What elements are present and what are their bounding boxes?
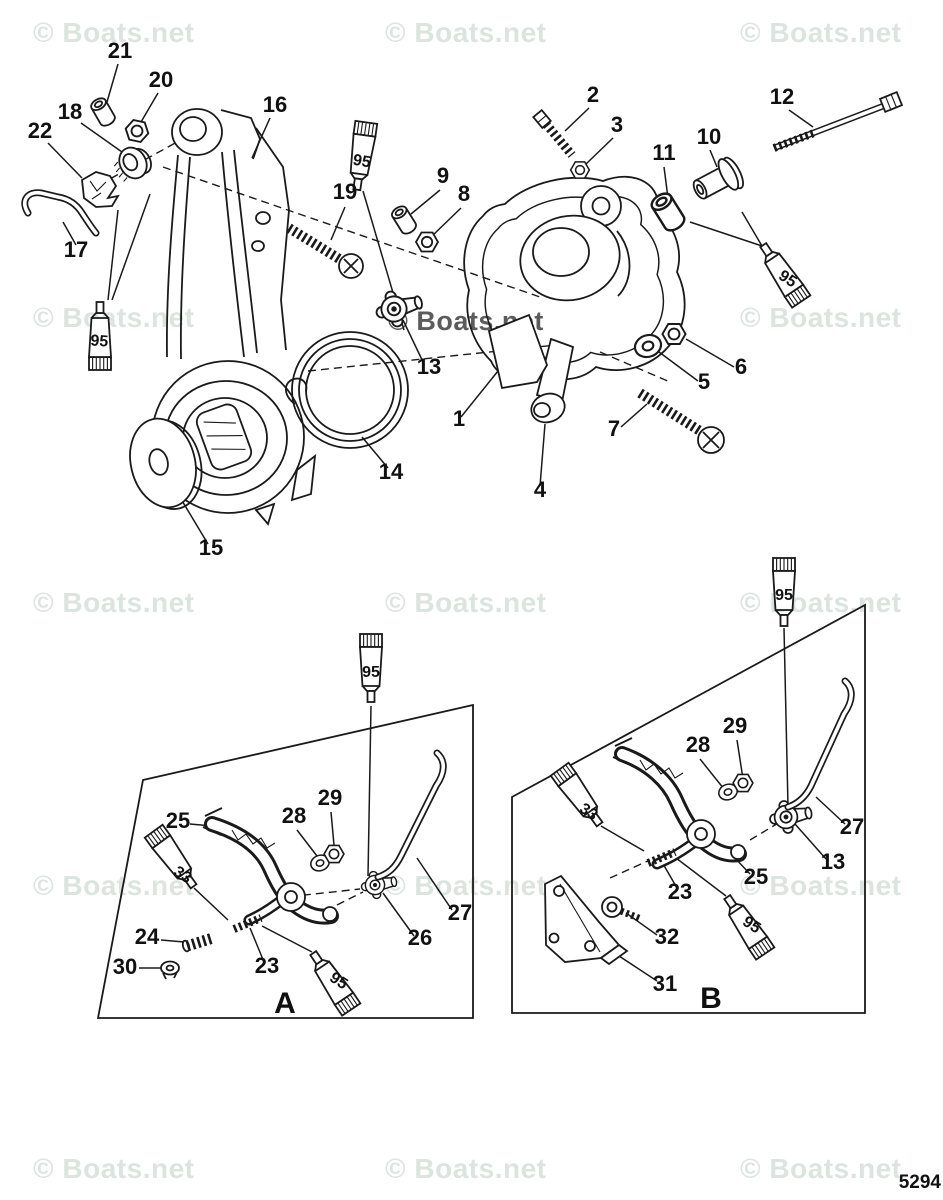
part-label-16: 16 [263,92,287,117]
clip-22 [81,171,120,208]
link-rod-17 [21,189,100,237]
part-label-23-a: 23 [255,953,279,978]
section-label-a: A [274,987,296,1020]
part-label-31: 31 [653,971,677,996]
sub-assembly-b [511,557,866,1014]
upper-assembly [21,90,904,526]
nut-29-a [323,844,345,864]
tube-label-95: 95 [90,332,109,350]
part-label-28-b: 28 [686,732,710,757]
watermark: © Boats.net [33,870,194,901]
thrust-washer-15 [129,417,203,510]
part-label-28-a: 28 [282,803,306,828]
part-label-9: 9 [437,163,449,188]
throttle-lever-25-b [612,737,747,870]
tube-label-95: 95 [362,664,380,681]
part-label-11: 11 [652,140,675,165]
rod-27-b [784,677,855,811]
part-label-17: 17 [64,237,88,262]
part-label-12: 12 [770,84,794,109]
part-label-3: 3 [611,112,623,137]
spring-24 [181,932,215,953]
watermark: © Boats.net [33,302,194,333]
diagram-line-art [21,63,904,1019]
tube-label-95: 95 [775,587,793,604]
watermark: © Boats.net [740,302,901,333]
spring-coil-14 [284,331,409,449]
part-label-29-b: 29 [723,713,747,738]
leader-lines [47,63,846,982]
watermark: © Boats.net [740,17,901,48]
nut-6 [661,323,687,345]
part-label-5: 5 [698,369,710,394]
stud-23-b [646,848,677,867]
part-label-10: 10 [697,124,721,149]
part-label-14: 14 [379,459,404,484]
part-label-21: 21 [108,38,132,63]
screw-19 [286,223,364,279]
push-nut-30 [160,960,180,980]
bushing-18 [113,146,152,182]
kill-plate-1 [487,313,548,390]
watermark: © Boats.net [385,870,546,901]
watermark: © Boats.net [33,1153,194,1184]
part-label-8: 8 [458,181,470,206]
part-label-25-b: 25 [744,864,768,889]
watermark: © Boats.net [740,870,901,901]
part-label-22: 22 [28,118,52,143]
part-label-1: 1 [453,406,465,431]
diagram-code: 5294 [899,1172,942,1193]
part-label-7: 7 [608,416,620,441]
part-label-13: 13 [417,354,441,379]
part-label-27-a: 27 [448,900,472,925]
screw-2 [532,108,576,158]
watermark: © Boats.net [740,587,901,618]
bracket-31 [544,874,629,966]
part-label-13-b: 13 [821,849,845,874]
bushing-10 [692,156,744,200]
screw-7 [637,388,725,454]
part-label-25-a: 25 [166,808,190,833]
part-label-23-b: 23 [668,879,692,904]
rod-27-a [374,749,447,881]
part-label-30: 30 [113,954,137,979]
part-label-29-a: 29 [318,785,342,810]
screw-32 [601,896,643,923]
throttle-lever-25-a [202,807,339,926]
part-label-6: 6 [735,354,747,379]
section-label-b: B [700,982,722,1015]
sub-assembly-a [96,633,474,1019]
box-b-border [511,603,866,1014]
part-label-4: 4 [534,477,547,502]
part-label-26: 26 [408,925,432,950]
watermark: © Boats.net [33,587,194,618]
watermark-layer: © Boats.net © Boats.net © Boats.net © Boats… [33,17,901,1184]
part-label-27-b: 27 [840,814,864,839]
part-label-19: 19 [333,179,357,204]
watermark: © Boats.net [385,1153,546,1184]
nut-8 [415,231,439,253]
watermark: © Boats.net [385,587,546,618]
watermark: © Boats.net [740,1153,901,1184]
stud-23-a [232,914,263,933]
watermark: © Boats.net [33,17,194,48]
part-label-24: 24 [135,924,160,949]
box-a-border [96,703,474,1019]
nut-3 [569,161,591,179]
part-label-18: 18 [58,99,82,124]
part-label-15: 15 [199,535,223,560]
watermark: © Boats.net [385,17,546,48]
nut-29-b [732,773,754,793]
part-label-2: 2 [587,82,599,107]
part-label-20: 20 [149,67,173,92]
tube-label-95: 95 [352,152,373,172]
part-label-32: 32 [655,924,679,949]
bolt-12 [772,90,904,152]
bracket-housing-4 [463,175,686,424]
